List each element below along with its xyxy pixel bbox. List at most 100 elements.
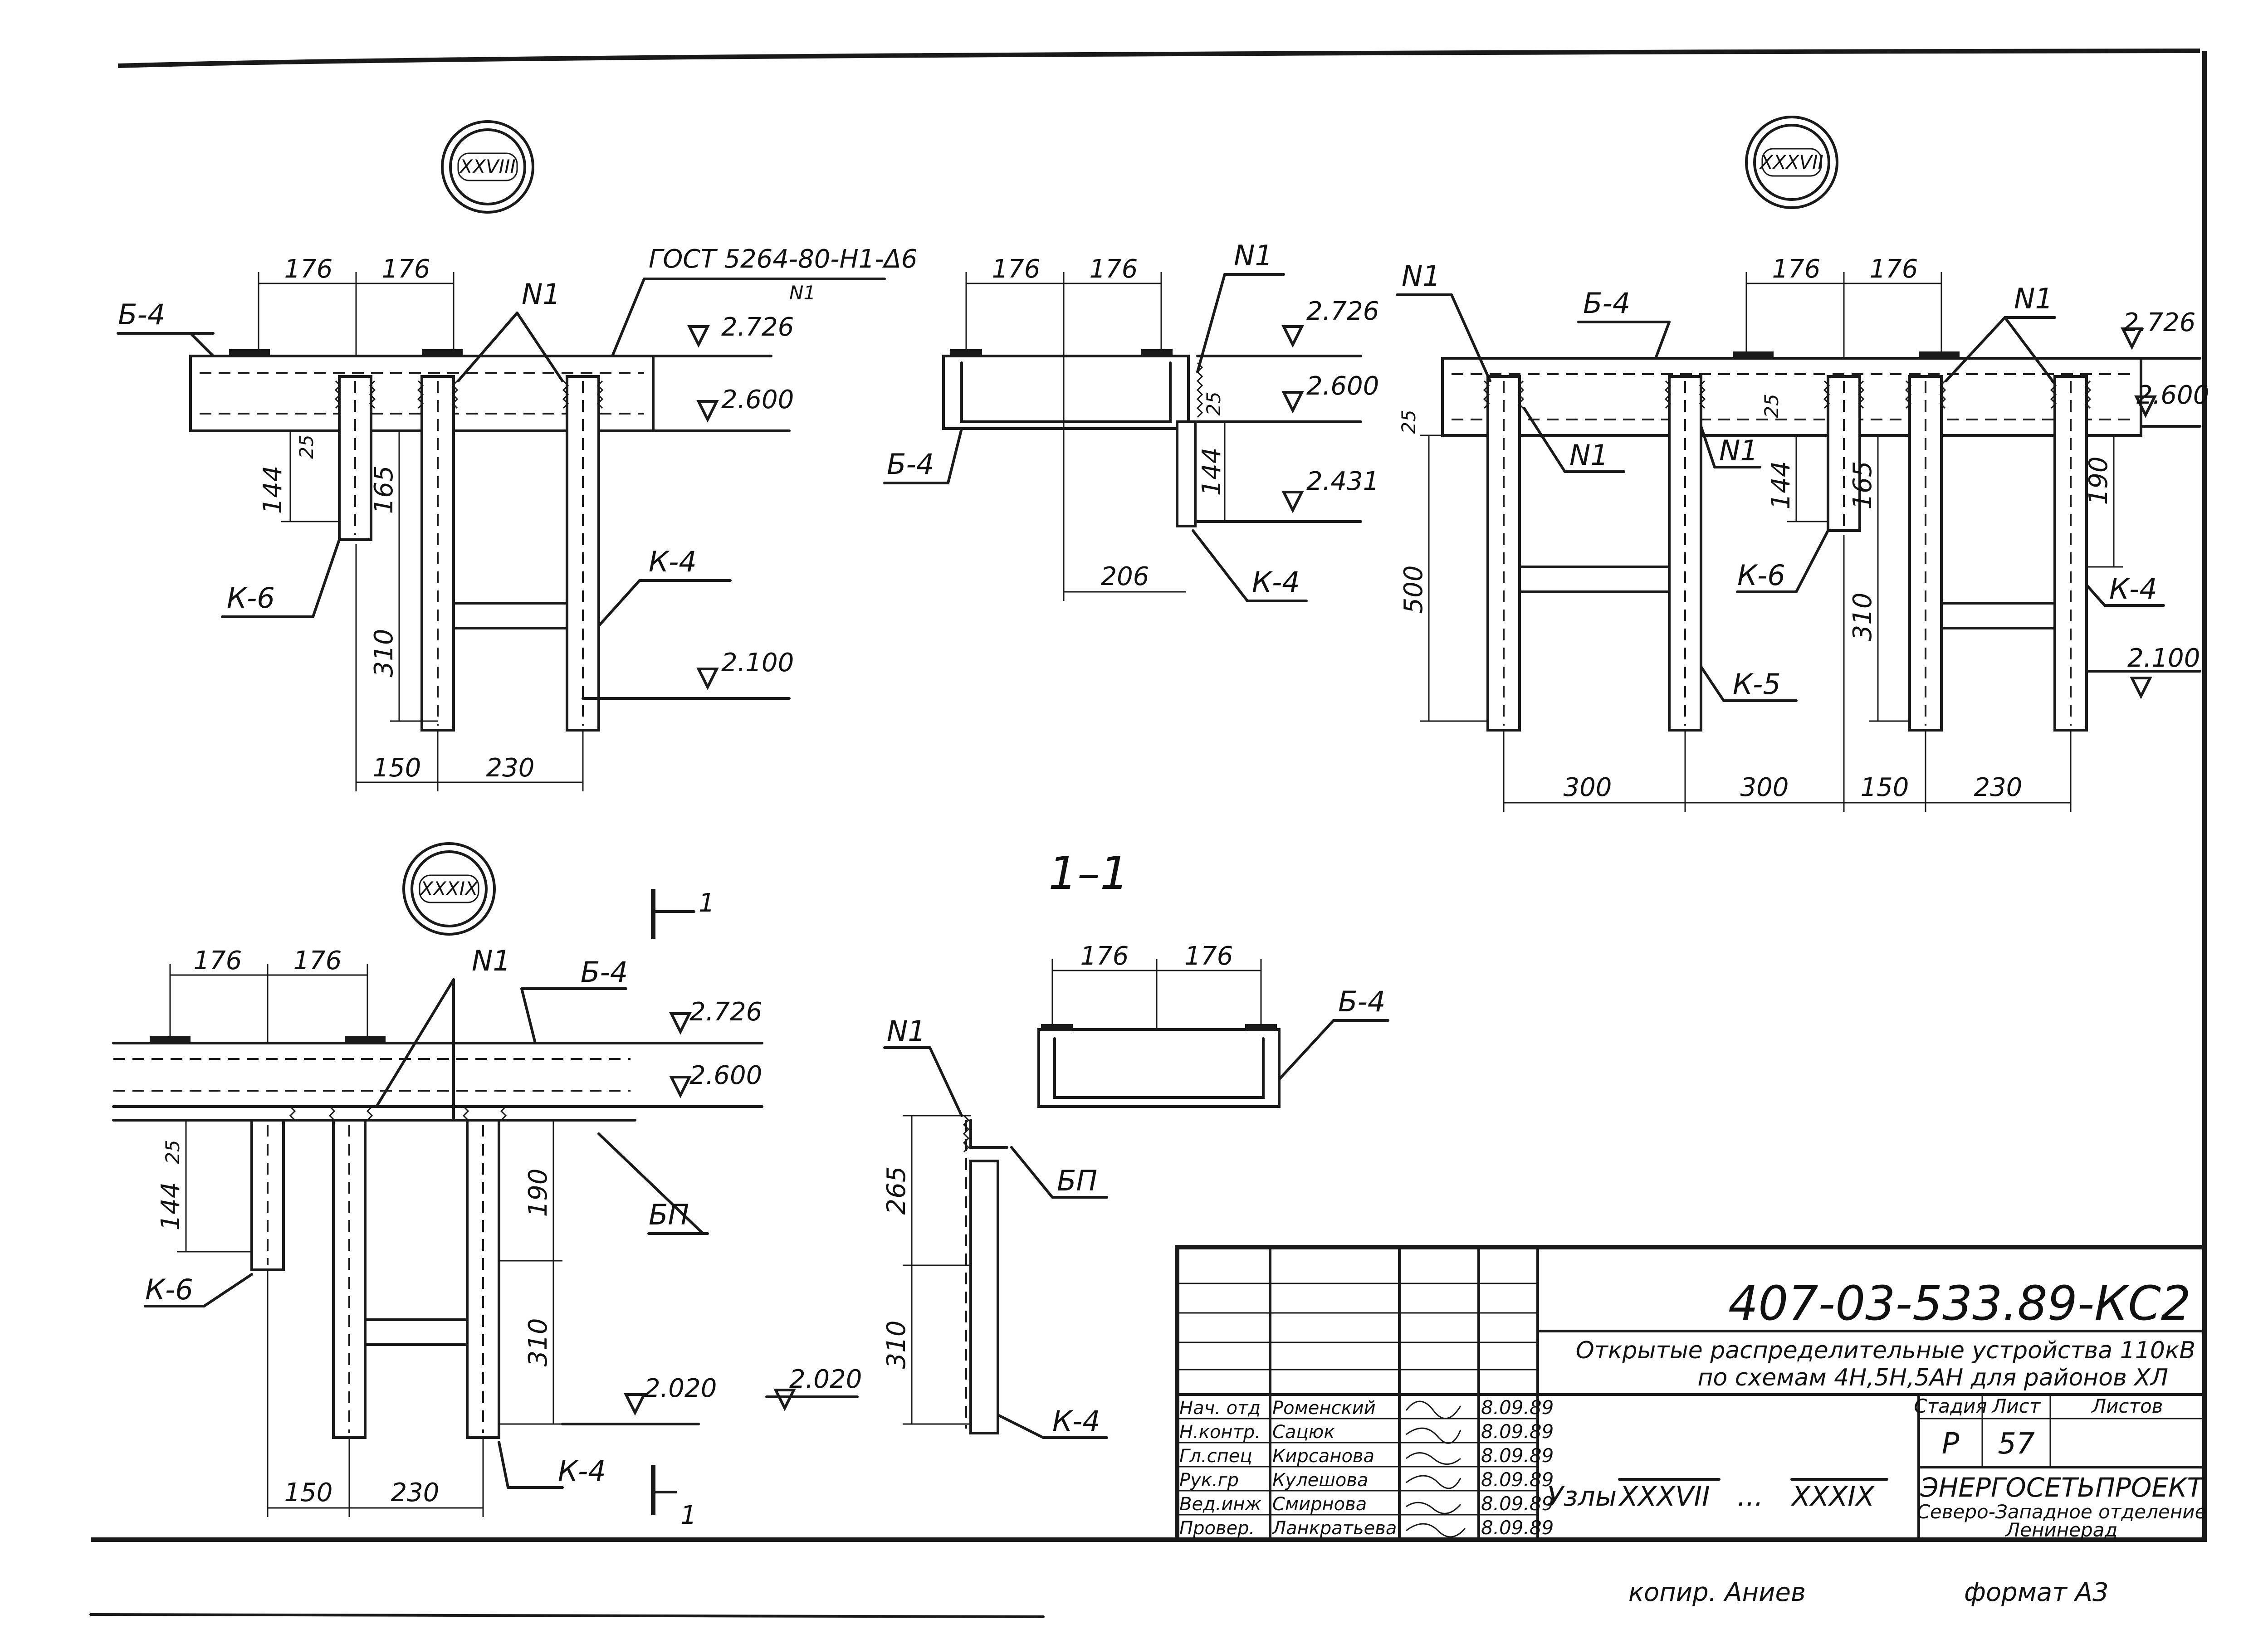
dim-text: 310 <box>369 629 399 678</box>
level-text: 2.600 <box>2136 380 2209 410</box>
dim-text: 176 <box>1185 941 1233 971</box>
sig-date: 8.09.89 <box>1481 1420 1554 1443</box>
top-border <box>117 49 2200 68</box>
level-text: 2.020 <box>789 1365 862 1394</box>
label-k5: К-5 <box>1733 668 1781 701</box>
sig-date: 8.09.89 <box>1481 1517 1554 1539</box>
sig-role: Провер. <box>1179 1518 1255 1539</box>
dim-text: 500 <box>1399 566 1428 614</box>
dim-text: 300 <box>1564 773 1612 802</box>
dim-text: 176 <box>992 254 1041 284</box>
sig-name: Смирнова <box>1272 1494 1367 1515</box>
sig-name: Сацюк <box>1272 1422 1335 1443</box>
dim-text: 230 <box>391 1478 440 1507</box>
level-text: 2.726 <box>2123 308 2195 337</box>
org-sub-1: Северо-Западное отделение <box>1917 1501 2207 1523</box>
brace <box>452 602 568 629</box>
handwritten-signatures <box>1405 1400 1466 1538</box>
level-text: 2.431 <box>1306 467 1379 496</box>
copied-by: копир. Аниев <box>1628 1578 1806 1607</box>
label-b4: Б-4 <box>887 448 934 481</box>
gost-note: ГОСТ 5264-80-Н1-Δ6 <box>649 244 917 274</box>
dim-text: 230 <box>1974 773 2023 802</box>
label-k6: К-6 <box>1737 559 1785 592</box>
dim-text: 176 <box>1772 254 1821 284</box>
gost-note-sub: N1 <box>789 282 816 304</box>
dim-text: 300 <box>1740 773 1789 802</box>
dim-text: 310 <box>882 1321 911 1369</box>
sig-role: Н.контр. <box>1179 1422 1261 1443</box>
dim-text: 144 <box>258 466 288 514</box>
post-k4 <box>969 1160 999 1434</box>
level-text: 2.100 <box>721 648 794 678</box>
dim-text: 176 <box>284 254 333 284</box>
lower-trim-line <box>89 1613 1045 1618</box>
sheet-title-from: XXXVII <box>1618 1481 1710 1512</box>
sheet-format: формат А3 <box>1964 1578 2109 1607</box>
label-b4: Б-4 <box>1583 287 1630 320</box>
section-title: 1–1 <box>1048 847 1129 900</box>
sig-role: Вед.инж <box>1179 1494 1261 1515</box>
sheet-value: 57 <box>1998 1427 2035 1461</box>
sig-role: Гл.спец <box>1179 1446 1252 1467</box>
sig-name: Роменский <box>1272 1398 1376 1419</box>
node-mark-circle <box>1745 116 1838 209</box>
label-k4: К-4 <box>649 545 697 578</box>
post-k4 <box>1176 420 1197 527</box>
label-b4: Б-4 <box>1338 985 1385 1018</box>
sig-date: 8.09.89 <box>1481 1444 1554 1467</box>
label-n1: N1 <box>1569 439 1608 472</box>
sig-name: Ланкратьева <box>1271 1518 1397 1539</box>
dim-text: 25 <box>1398 410 1420 434</box>
label-n1: N1 <box>887 1015 926 1048</box>
dim-text: 144 <box>1197 448 1227 496</box>
dim-text: 176 <box>1870 254 1918 284</box>
dim-text: 190 <box>523 1169 553 1217</box>
label-n1: N1 <box>522 278 561 311</box>
dim-text: 150 <box>284 1478 333 1507</box>
level-text: 2.726 <box>689 997 762 1027</box>
section-1-1: 176 176 Б-4 265 310 2.020 N1 БП К-4 <box>765 941 1389 1439</box>
node-mark-text: XXXIX <box>419 878 479 900</box>
org-name: ЭНЕРГОСЕТЬПРОЕКТ <box>1920 1472 2205 1503</box>
drawing-code: 407-03-533.89-КС2 <box>1728 1276 2191 1331</box>
dim-text: 230 <box>486 753 535 783</box>
title-line-1: Открытые распределительные устройства 11… <box>1576 1337 2195 1364</box>
node-mark-circle <box>402 842 496 936</box>
label-b4: Б-4 <box>581 956 628 989</box>
dim-text: 25 <box>1760 394 1783 418</box>
label-k4: К-4 <box>1252 566 1300 599</box>
label-bp: БП <box>1057 1164 1097 1197</box>
sig-date: 8.09.89 <box>1481 1396 1554 1419</box>
sig-date: 8.09.89 <box>1481 1468 1554 1491</box>
sheets-header: Листов <box>2091 1395 2163 1417</box>
dim-text: 144 <box>156 1182 186 1231</box>
sheet-title-sep: ... <box>1737 1481 1763 1512</box>
level-text: 2.100 <box>2127 644 2200 673</box>
dim-text: 265 <box>882 1166 911 1215</box>
dim-text: 165 <box>369 466 399 514</box>
sheet-title-prefix: Узлы <box>1547 1481 1617 1512</box>
sig-role: Рук.гр <box>1179 1470 1239 1491</box>
level-text: 2.600 <box>689 1061 762 1090</box>
node-xxxvii: XXXVII 176 176 300 300 1 <box>1396 116 2209 812</box>
sig-role: Нач. отд <box>1179 1398 1261 1419</box>
section-mark-top: 1 <box>699 888 715 918</box>
brace <box>1518 566 1671 593</box>
channel-b4 <box>1037 1028 1281 1108</box>
dim-text: 25 <box>161 1140 184 1164</box>
level-text: 2.600 <box>1306 371 1379 401</box>
dim-text: 176 <box>194 946 242 976</box>
dim-text: 176 <box>293 946 342 976</box>
level-text: 2.726 <box>721 312 794 342</box>
dim-text: 176 <box>1080 941 1129 971</box>
sig-name: Кулешова <box>1272 1470 1368 1491</box>
label-b4: Б-4 <box>118 298 165 331</box>
sheet-title-to: XXXIX <box>1790 1481 1875 1512</box>
sig-name: Кирсанова <box>1272 1446 1374 1467</box>
label-k6: К-6 <box>145 1273 193 1306</box>
sheet-header: Лист <box>1991 1395 2041 1417</box>
node-xxviii: XXVIII 176 176 150 230 310 <box>117 120 917 791</box>
dim-text: 150 <box>373 753 421 783</box>
